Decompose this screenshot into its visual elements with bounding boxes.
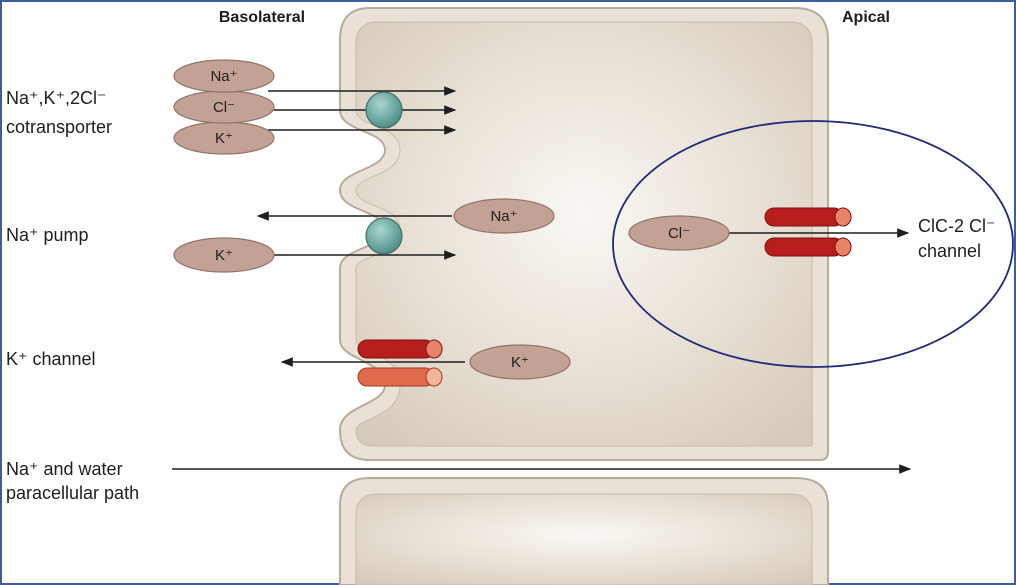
cotransporter-cl-label: Cl⁻ xyxy=(213,99,235,116)
neighbor-cytoplasm xyxy=(355,493,813,585)
clc2-label-line1: ClC-2 Cl⁻ xyxy=(918,216,996,236)
cotransporter-label-line1: Na⁺,K⁺,2Cl⁻ xyxy=(6,88,107,108)
paracellular-label-line1: Na⁺ and water xyxy=(6,459,123,479)
pump-k-label: K⁺ xyxy=(215,247,233,264)
k-channel-lower-tube xyxy=(357,367,443,387)
neighbor-cell xyxy=(339,477,829,585)
apical-heading: Apical xyxy=(842,9,890,26)
apical-cl-label: Cl⁻ xyxy=(668,225,690,242)
basolateral-heading: Basolateral xyxy=(219,9,305,26)
cotransporter-na-ion xyxy=(173,59,275,93)
k-channel-upper-tube xyxy=(357,339,443,359)
cotransporter-k-label: K⁺ xyxy=(215,130,233,147)
cotransporter-na-label: Na⁺ xyxy=(210,68,237,85)
k-channel-label: K⁺ channel xyxy=(6,349,96,369)
clc2-label-line2: channel xyxy=(918,241,981,261)
na-pump-protein xyxy=(365,217,403,255)
epithelial-cell xyxy=(338,7,829,461)
apical-cl-ion xyxy=(628,215,730,251)
clc2-upper-tube xyxy=(764,207,852,227)
cotransporter-label-line2: cotransporter xyxy=(6,117,112,137)
cotransporter: K⁺ Cl⁻ Na⁺ xyxy=(173,59,457,155)
na-pump: Na⁺ K⁺ xyxy=(173,198,555,273)
clc2-channel-group: Cl⁻ ClC-2 Cl⁻ channel xyxy=(628,207,996,261)
na-pump-label: Na⁺ pump xyxy=(6,225,89,245)
pump-na-ion xyxy=(453,198,555,234)
channel-k-label: K⁺ xyxy=(511,354,529,371)
pump-k-ion xyxy=(173,237,275,273)
cotransporter-protein xyxy=(365,91,403,129)
k-channel: K⁺ xyxy=(280,339,571,387)
channel-k-ion xyxy=(469,344,571,380)
pump-na-label: Na⁺ xyxy=(490,208,517,225)
paracellular-label-line2: paracellular path xyxy=(6,483,139,503)
clc2-lower-tube xyxy=(764,237,852,257)
highlight-circle xyxy=(612,120,1014,368)
